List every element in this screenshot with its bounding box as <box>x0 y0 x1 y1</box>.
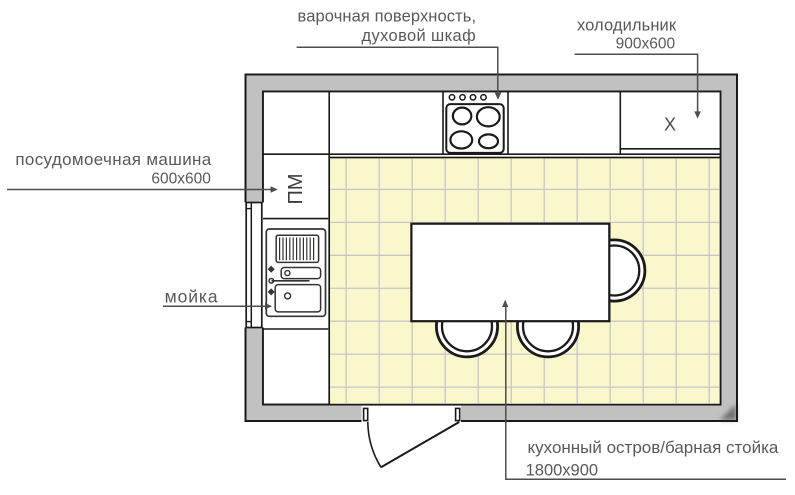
svg-text:холодильник: холодильник <box>577 16 677 34</box>
svg-text:мойка: мойка <box>165 287 219 307</box>
svg-text:1800х900: 1800х900 <box>526 461 599 479</box>
svg-text:ПМ: ПМ <box>285 173 307 204</box>
svg-text:варочная поверхность,: варочная поверхность, <box>298 8 477 26</box>
svg-text:600х600: 600х600 <box>151 170 211 187</box>
svg-text:духовой шкаф: духовой шкаф <box>362 27 476 45</box>
svg-text:900х600: 900х600 <box>616 36 676 53</box>
svg-text:X: X <box>664 115 676 135</box>
svg-text:посудомоечная машина: посудомоечная машина <box>15 150 211 169</box>
svg-text:кухонный остров/барная стойка: кухонный остров/барная стойка <box>528 438 779 457</box>
